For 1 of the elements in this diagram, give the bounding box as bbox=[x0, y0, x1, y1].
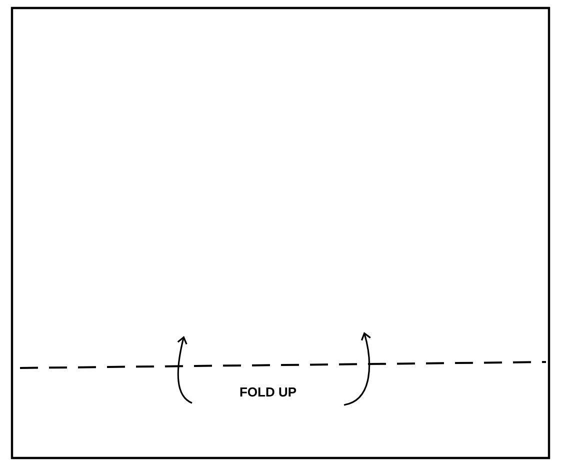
fold-label: FOLD UP bbox=[240, 387, 296, 397]
